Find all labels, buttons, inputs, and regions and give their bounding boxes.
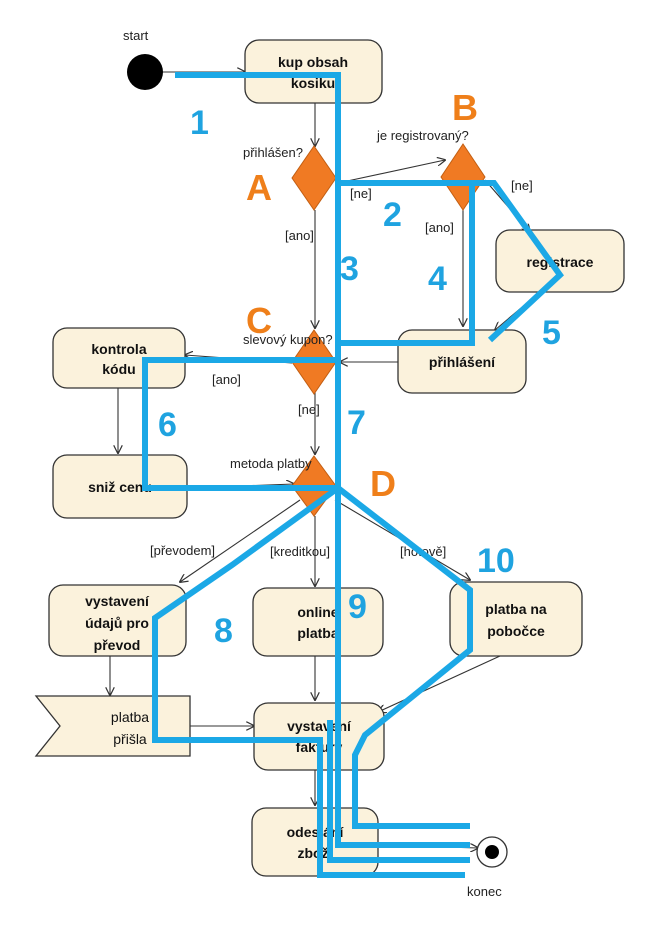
marker-d: D <box>370 463 396 504</box>
node-prihlaseni: přihlášení <box>397 329 527 394</box>
decision-label-metoda-platby: metoda platby <box>230 456 312 471</box>
path-number-9: 9 <box>348 588 367 626</box>
path-number-1: 1 <box>190 104 209 142</box>
guard-ne-top: [ne] <box>350 186 372 201</box>
svg-text:online: online <box>297 604 338 620</box>
decision-label-prihlasen: přihlášen? <box>243 145 303 160</box>
node-kontrola-kodu: kontrola kódu <box>52 327 186 389</box>
svg-text:platba na: platba na <box>485 601 547 617</box>
node-kup-obsah: kup obsah kosiku <box>244 39 383 104</box>
marker-b: B <box>452 87 478 128</box>
svg-text:sniž cenu: sniž cenu <box>88 479 152 495</box>
node-registrace: registrace <box>495 229 625 293</box>
svg-text:kup obsah: kup obsah <box>278 54 348 70</box>
path-number-7: 7 <box>347 404 366 442</box>
decision-prihlasen-icon <box>291 145 337 211</box>
svg-text:údajů pro: údajů pro <box>85 615 149 631</box>
node-platba-prisla: platba přišla <box>34 695 191 757</box>
svg-text:vystavení: vystavení <box>287 718 352 734</box>
decision-label-slevovy-kupon: slevový kupon? <box>243 332 333 347</box>
svg-text:pobočce: pobočce <box>487 623 545 639</box>
svg-text:platba: platba <box>111 709 149 725</box>
svg-text:přihlášení: přihlášení <box>429 354 496 370</box>
start-node-icon <box>127 54 163 90</box>
svg-text:vystavení: vystavení <box>85 593 150 609</box>
end-label: konec <box>467 884 502 899</box>
marker-a: A <box>246 167 272 208</box>
guard-ne-coupon: [ne] <box>298 402 320 417</box>
svg-text:převod: převod <box>94 637 141 653</box>
path-overlay <box>142 72 564 878</box>
end-node-icon <box>476 836 508 868</box>
path-number-4: 4 <box>428 260 447 298</box>
svg-text:zboží: zboží <box>298 845 334 861</box>
path-number-8: 8 <box>214 612 233 650</box>
decision-label-je-registrovany: je registrovaný? <box>376 128 469 143</box>
svg-text:platba: platba <box>297 625 338 641</box>
svg-text:přišla: přišla <box>113 731 147 747</box>
guard-prevodem: [převodem] <box>150 543 215 558</box>
path-number-3: 3 <box>340 250 359 288</box>
node-vystaveni-udaju: vystavení údajů pro převod <box>48 584 187 657</box>
path-number-5: 5 <box>542 314 561 352</box>
guard-ne-right: [ne] <box>511 178 533 193</box>
guard-ano-coupon: [ano] <box>212 372 241 387</box>
marker-c: C <box>246 300 272 341</box>
svg-text:kosiku: kosiku <box>291 75 335 91</box>
node-platba-pobocce: platba na pobočce <box>449 581 583 657</box>
start-label: start <box>123 28 149 43</box>
svg-text:registrace: registrace <box>527 254 594 270</box>
guard-ano-right: [ano] <box>425 220 454 235</box>
path-number-2: 2 <box>383 196 402 234</box>
svg-text:kódu: kódu <box>102 361 135 377</box>
svg-text:kontrola: kontrola <box>91 341 146 357</box>
guard-kreditkou: [kreditkou] <box>270 544 330 559</box>
path-number-6: 6 <box>158 406 177 444</box>
path-number-10: 10 <box>477 542 515 580</box>
guard-ano-left: [ano] <box>285 228 314 243</box>
node-online-platba: online platba <box>252 587 384 657</box>
decision-je-registrovany-icon <box>440 143 486 211</box>
